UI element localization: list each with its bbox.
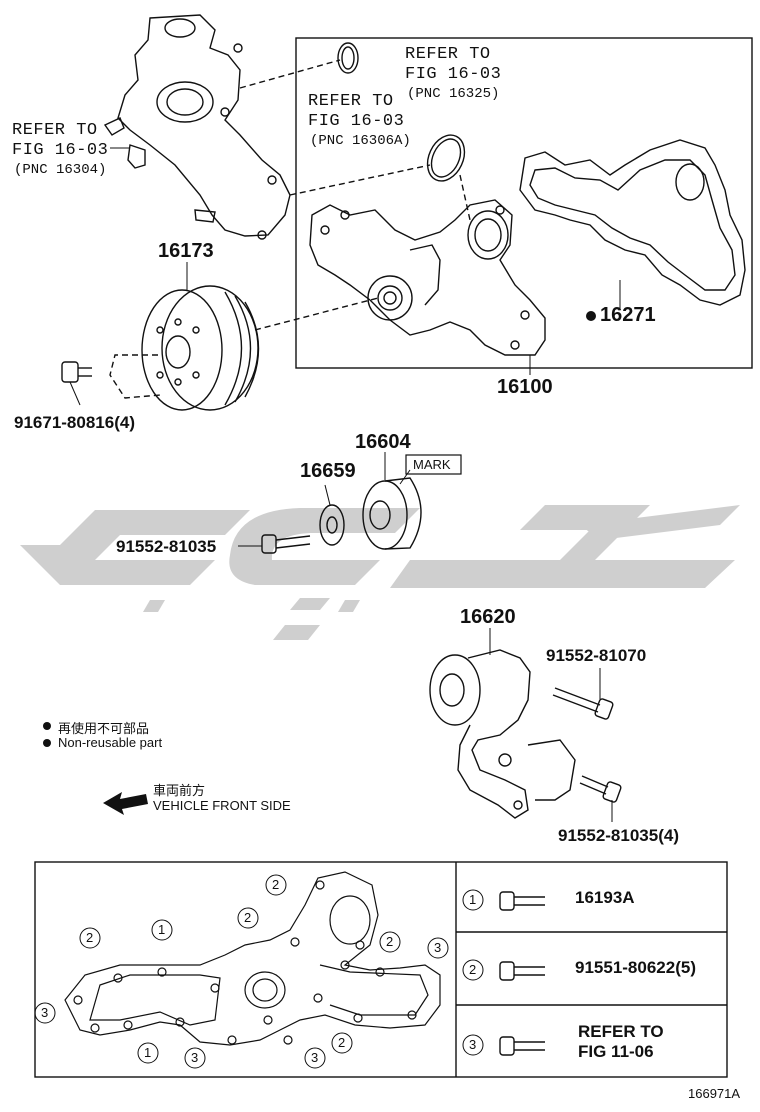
detail-pump-outline [64, 871, 441, 1046]
part-91552-81070-label: 91552-81070 [546, 646, 647, 665]
part-91552-81035-4-label: 91552-81035(4) [558, 826, 679, 845]
key-bolt-2 [499, 961, 545, 981]
figure-id: 166971A [688, 1086, 741, 1101]
marker-1: 1 [158, 922, 166, 937]
water-inlet-housing [103, 14, 291, 240]
key-row-3-line2: FIG 11-06 [578, 1042, 654, 1061]
marker-1: 1 [144, 1045, 152, 1060]
key-row-2-label: 91551-80622(5) [575, 958, 696, 977]
key-row-1-num: 1 [469, 892, 477, 907]
refer-16325-pnc: (PNC 16325) [407, 86, 500, 102]
idler-pulley-16604 [362, 477, 422, 550]
pulley-16173 [141, 285, 260, 411]
o-ring-small-inner [341, 46, 355, 70]
refer-16306a-line1: REFER TO [308, 92, 394, 111]
detail-frame [34, 861, 728, 1078]
refer-16304-line2: FIG 16-03 [12, 141, 109, 160]
marker-2: 2 [244, 910, 252, 925]
part-16173-label: 16173 [158, 240, 214, 262]
legend-dot-jp [43, 722, 51, 730]
mark-box [405, 454, 462, 475]
bolt-91671 [61, 361, 92, 383]
watermark-logo [20, 505, 740, 640]
vehicle-front-arrow-icon [103, 792, 148, 815]
part-91552-81035-label: 91552-81035 [116, 537, 217, 556]
legend-jp: 再使用不可部品 [58, 721, 150, 736]
key-row-3-line1: REFER TO [578, 1022, 664, 1041]
part-16659-label: 16659 [300, 460, 356, 482]
tensioner-16620 [429, 649, 576, 819]
refer-16325-line1: REFER TO [405, 45, 491, 64]
marker-2: 2 [86, 930, 94, 945]
marker-3: 3 [41, 1005, 49, 1020]
refer-16304-pnc: (PNC 16304) [14, 162, 107, 178]
key-row-1-label: 16193A [575, 888, 635, 907]
gasket-16271 [519, 139, 746, 306]
key-bolt-1 [499, 891, 545, 911]
marker-2: 2 [338, 1035, 346, 1050]
marker-3: 3 [311, 1050, 319, 1065]
leader-lines [69, 147, 621, 822]
refer-16304-line1: REFER TO [12, 121, 98, 140]
o-ring-large [426, 134, 466, 182]
dashed-leaders [109, 59, 471, 399]
detail-marker-circles [34, 874, 484, 1069]
refer-16325-line2: FIG 16-03 [405, 65, 502, 84]
bolt-91552-81070 [552, 687, 614, 720]
marker-2: 2 [386, 934, 394, 949]
part-91671-label: 91671-80816(4) [14, 413, 135, 432]
mark-label: MARK [413, 457, 451, 472]
key-row-2-num: 2 [469, 962, 477, 977]
refer-16306a-line2: FIG 16-03 [308, 112, 405, 131]
refer-16306a-pnc: (PNC 16306A) [310, 133, 411, 149]
o-ring-large-inner [430, 138, 462, 178]
washer-16659 [319, 504, 345, 546]
water-pump-body [309, 199, 546, 356]
marker-3: 3 [191, 1050, 199, 1065]
bolt-91552-81035 [261, 534, 311, 554]
marker-3: 3 [434, 940, 442, 955]
part-16100-label: 16100 [497, 376, 553, 398]
washer-16659-hole [326, 516, 338, 534]
marker-2: 2 [272, 877, 280, 892]
o-ring-small [337, 42, 359, 74]
part-16271-label: 16271 [600, 304, 656, 326]
key-row-3-num: 3 [469, 1037, 477, 1052]
legend-en: Non-reusable part [58, 735, 163, 750]
non-reusable-dot-16271 [586, 311, 596, 321]
water-pump-assembly-box [295, 37, 753, 369]
key-bolt-3 [499, 1036, 545, 1056]
part-16620-label: 16620 [460, 606, 516, 628]
bolt-91552-81035-4 [579, 775, 622, 803]
legend-dot-en [43, 739, 51, 747]
direction-jp: 車両前方 [153, 783, 206, 798]
direction-en: VEHICLE FRONT SIDE [153, 798, 291, 813]
part-16604-label: 16604 [355, 431, 411, 453]
